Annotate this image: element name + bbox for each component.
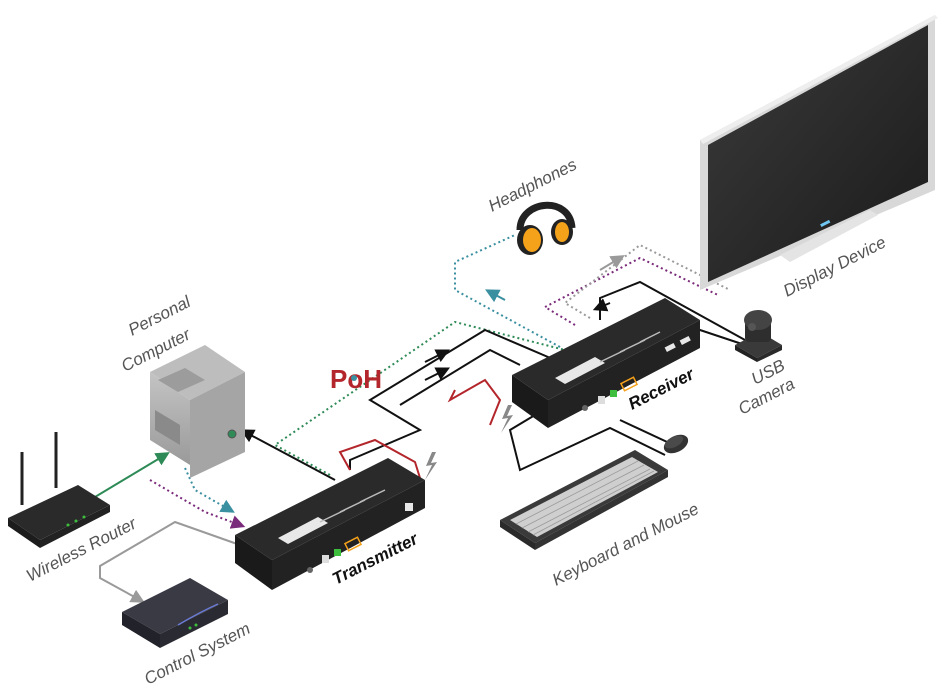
control-cable-display xyxy=(563,243,731,319)
hdmi-arrow-display xyxy=(592,298,611,312)
usb-cable-keyboard xyxy=(508,399,666,472)
power-cable-receiver xyxy=(447,378,502,426)
control-arrow-display xyxy=(599,255,625,271)
audio-cable-headphones xyxy=(454,234,561,348)
receiver-device: Receiver xyxy=(512,298,700,428)
hdmi-cable-pc xyxy=(240,429,336,481)
headphones xyxy=(516,201,576,255)
poh-logo-dot-icon xyxy=(351,375,357,381)
hdbaset-link xyxy=(273,320,566,476)
personal-computer xyxy=(150,345,245,478)
wireless-router xyxy=(8,432,110,548)
rs232-cable-display xyxy=(542,256,719,326)
power-bolt-receiver-icon xyxy=(501,405,513,433)
audio-arrow-headphones xyxy=(485,289,506,303)
control-system xyxy=(122,578,228,648)
control-cable xyxy=(99,520,241,603)
usb-camera xyxy=(735,310,782,362)
cables xyxy=(69,234,746,603)
usb-arrow-lower xyxy=(424,367,451,381)
usb-link-lower xyxy=(399,348,521,406)
usb-arrow-upper xyxy=(424,349,451,363)
display-device xyxy=(700,15,938,290)
rs232-cable-pc xyxy=(149,479,246,529)
keyboard-and-mouse xyxy=(500,434,689,550)
power-cable-transmitter xyxy=(338,438,421,479)
usb-link-upper xyxy=(349,328,556,470)
audio-cable-pc xyxy=(184,467,235,513)
power-bolt-transmitter-icon xyxy=(425,452,437,480)
